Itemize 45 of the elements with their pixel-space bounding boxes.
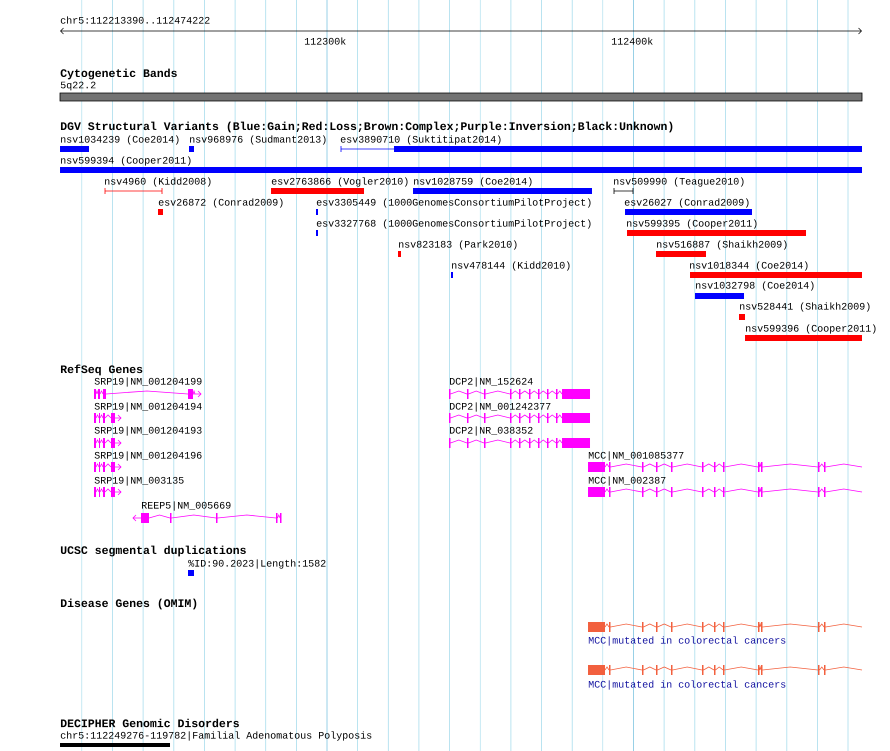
track-heading: DGV Structural Variants (Blue:Gain;Red:Loss;Brown:Complex;Purple:Inversion;Black:Unknown) (60, 122, 672, 132)
feature-label: DCP2|NM_152624 (450, 377, 533, 387)
feature-label: nsv509990 (Teague2010) (614, 177, 744, 187)
feature-label: SRP19|NM_001204196 (94, 451, 202, 461)
feature-label: %ID:90.2023|Length:1582 (188, 559, 326, 569)
feature-label: esv3327768 (1000GenomesConsortiumPilotProject) (316, 219, 591, 229)
feature-label: nsv599396 (Cooper2011) (746, 324, 876, 334)
feature-label: nsv4960 (Kidd2008) (105, 177, 211, 187)
feature-label: nsv516887 (Shaikh2009) (657, 240, 787, 250)
feature-label: MCC|mutated in colorectal cancers (588, 636, 786, 646)
feature-label: esv3305449 (1000GenomesConsortiumPilotProject) (316, 198, 591, 208)
track-heading: RefSeq Genes (60, 364, 142, 376)
feature-label: nsv1034239 (Coe2014) (61, 135, 179, 145)
feature-label: DCP2|NM_001242377 (450, 402, 550, 412)
feature-label: SRP19|NM_003135 (94, 476, 184, 486)
feature-label: nsv1018344 (Coe2014) (690, 261, 808, 271)
band-label: 5q22.2 (60, 82, 96, 90)
feature-label: SRP19|NM_001204194 (94, 402, 202, 412)
feature-label: nsv528441 (Shaikh2009) (740, 302, 870, 312)
feature-label: MCC|mutated in colorectal cancers (588, 680, 786, 690)
feature-label: esv2763866 (Vogler2010) (272, 177, 408, 187)
feature-label: SRP19|NM_001204193 (94, 426, 202, 436)
feature-label: esv3890710 (Suktitipat2014) (340, 135, 501, 145)
feature-label: REEP5|NM_005669 (142, 501, 231, 511)
feature-label: nsv599394 (Cooper2011) (61, 156, 191, 166)
feature-label: chr5:112249276-119782|Familial Adenomatous Polyposis (60, 731, 372, 741)
track-heading: Cytogenetic Bands (60, 68, 177, 80)
feature-label: esv26027 (Conrad2009) (624, 198, 749, 208)
coordinate-label: chr5:112213390..112474222 (60, 16, 210, 24)
tick-label: 112400k (612, 37, 653, 45)
feature-label: nsv1028759 (Coe2014) (414, 177, 532, 187)
feature-label: nsv599395 (Cooper2011) (627, 219, 757, 229)
feature-label: SRP19|NM_001204199 (94, 377, 202, 387)
tick-label: 112300k (304, 37, 346, 45)
feature-label: esv26872 (Conrad2009) (158, 198, 283, 208)
feature-label: nsv823183 (Park2010) (399, 240, 517, 250)
feature-label: MCC|NM_002387 (588, 476, 666, 486)
feature-label: MCC|NM_001085377 (588, 451, 684, 461)
feature-label: nsv1032798 (Coe2014) (696, 281, 814, 291)
feature-label: nsv478144 (Kidd2010) (452, 261, 570, 271)
track-heading: UCSC segmental duplications (60, 546, 246, 556)
feature-label: DCP2|NR_038352 (450, 426, 532, 436)
feature-label: nsv968976 (Sudmant2013) (190, 135, 326, 145)
track-heading: Disease Genes (OMIM) (60, 598, 196, 610)
track-heading: DECIPHER Genomic Disorders (60, 718, 239, 728)
